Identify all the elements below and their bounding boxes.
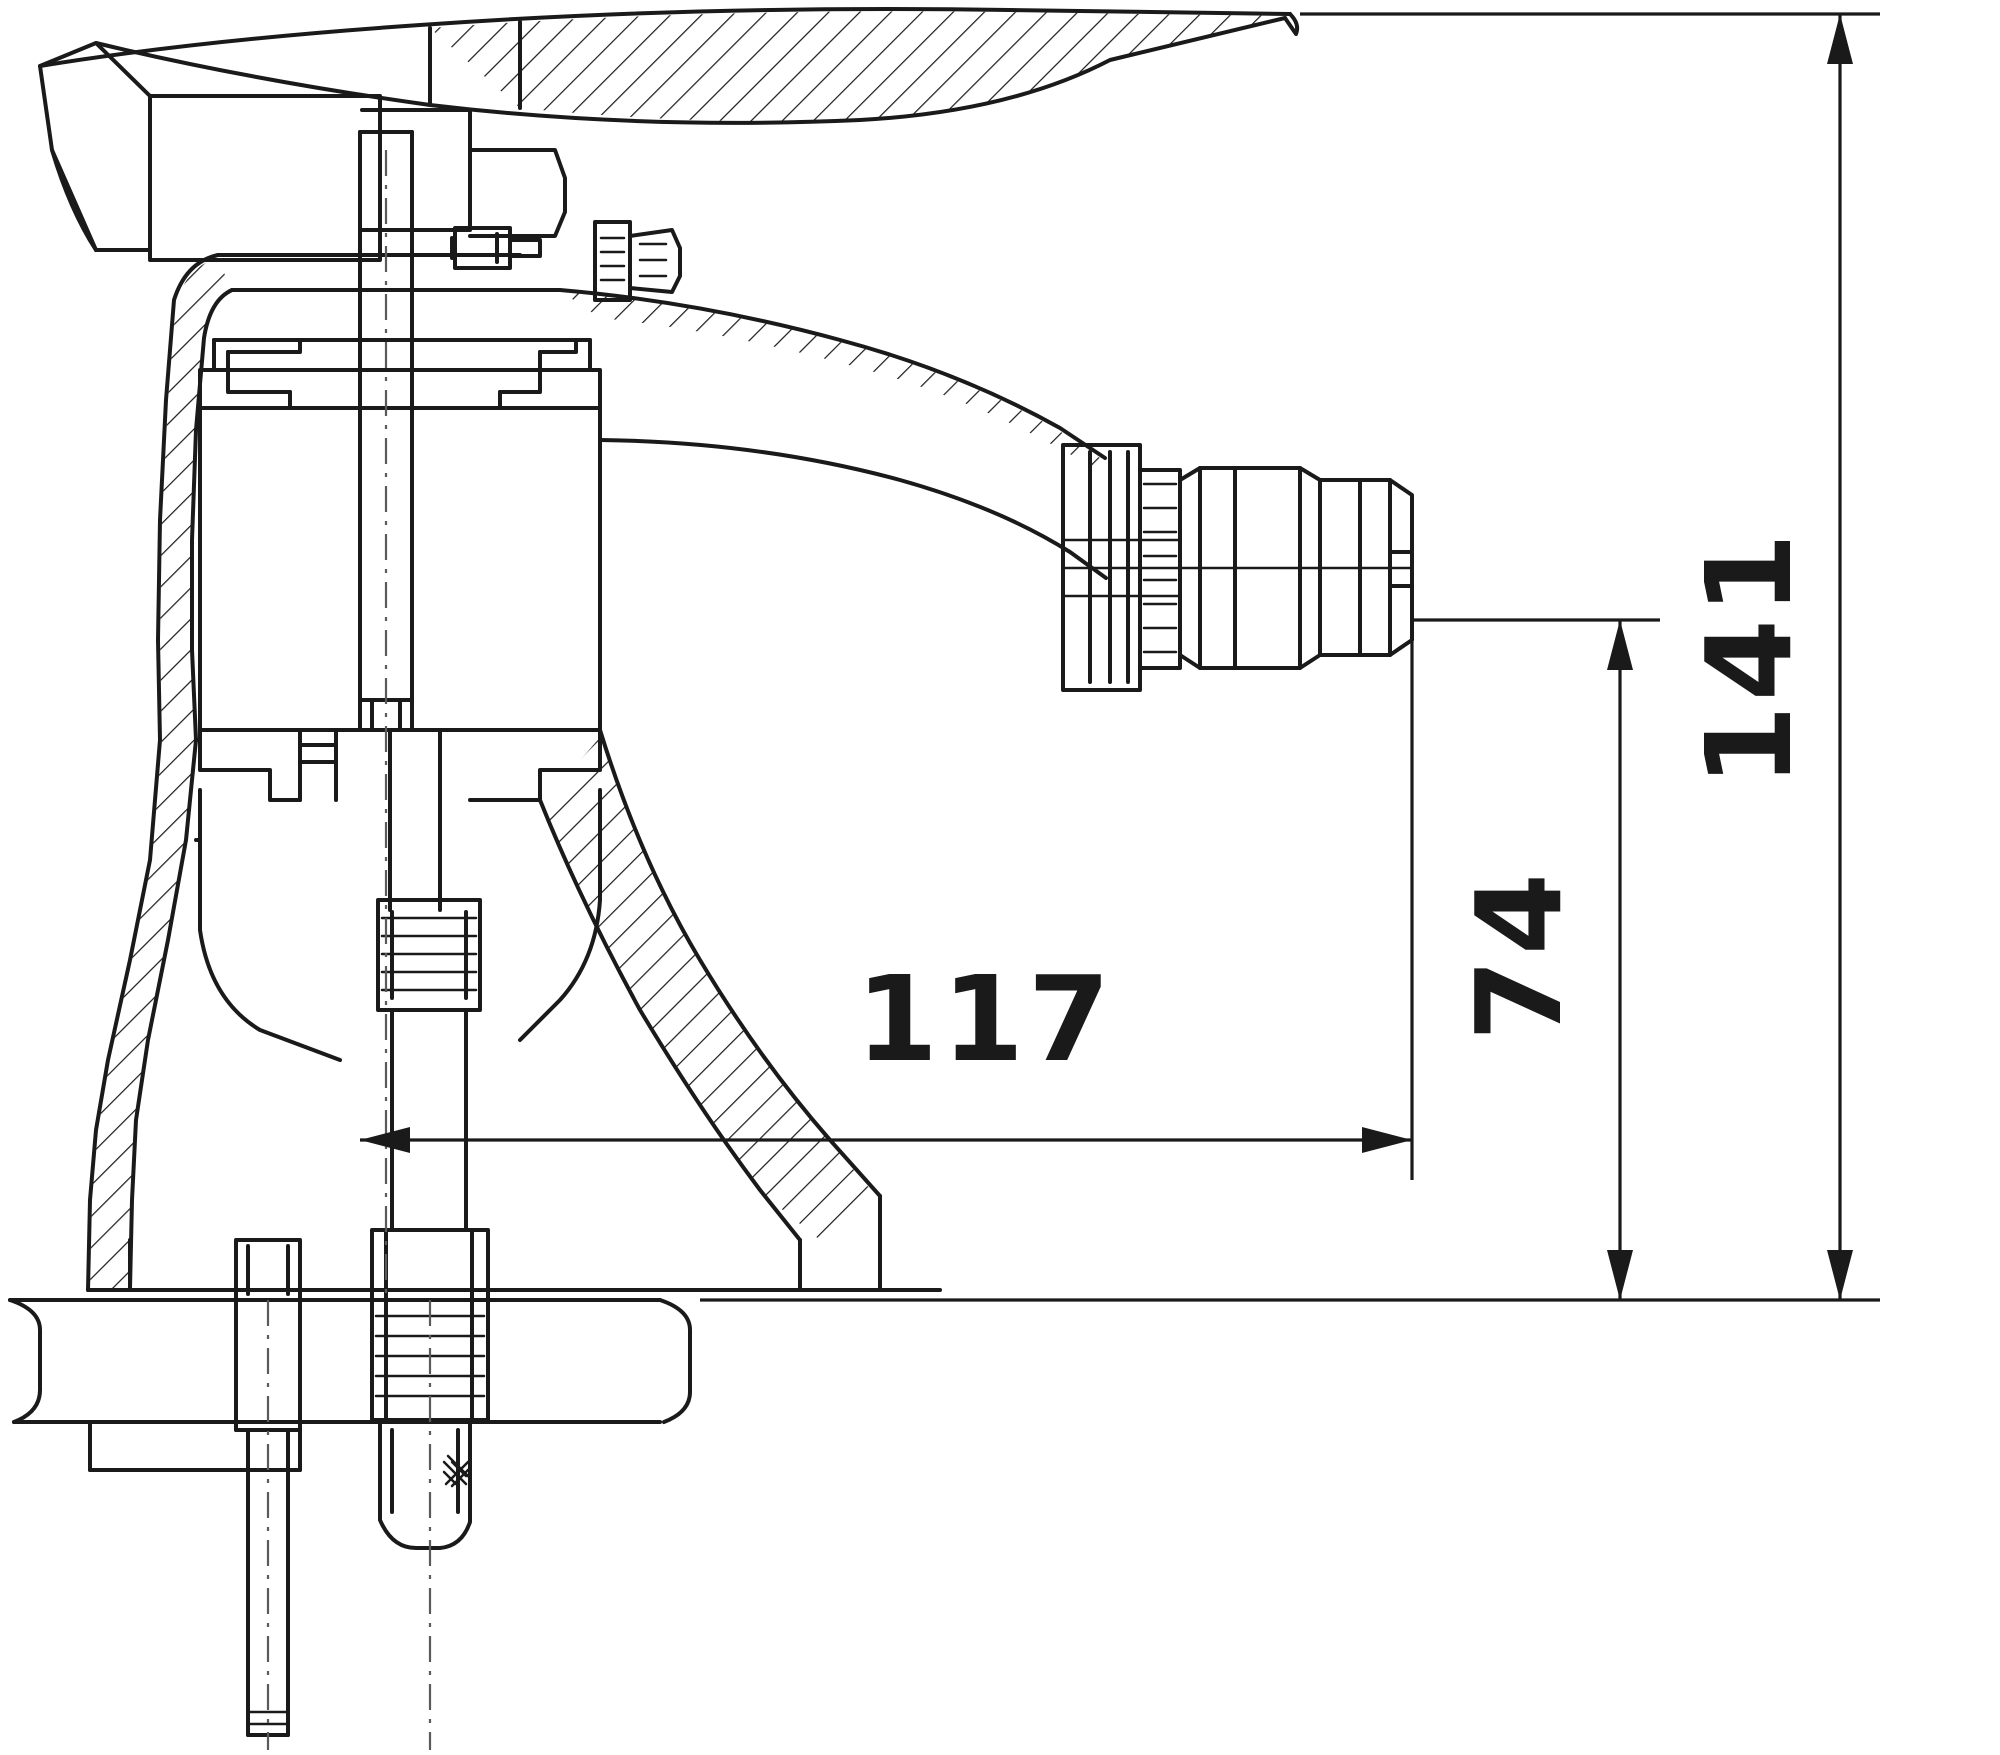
dimension-74: 74 (1412, 618, 1660, 1300)
dimension-141: 141 (700, 12, 1880, 1302)
mixer-body-shell (86, 253, 562, 1292)
dimension-74-label: 74 (1450, 869, 1588, 1041)
threaded-shank-and-nut (370, 1228, 490, 1750)
dimension-117: 117 (360, 620, 1414, 1180)
knurl-detail (442, 1454, 472, 1488)
cartridge-chamber (198, 338, 602, 732)
dimension-141-label: 141 (1680, 529, 1818, 787)
dimension-117-label: 117 (856, 950, 1114, 1088)
spout-body (538, 288, 1108, 1292)
lever-handle (38, 7, 1300, 252)
tie-rod (234, 1238, 302, 1750)
aerator-assembly (1061, 443, 1414, 692)
valve-seat-assembly (194, 728, 602, 1232)
mounting-deck (8, 1298, 692, 1472)
